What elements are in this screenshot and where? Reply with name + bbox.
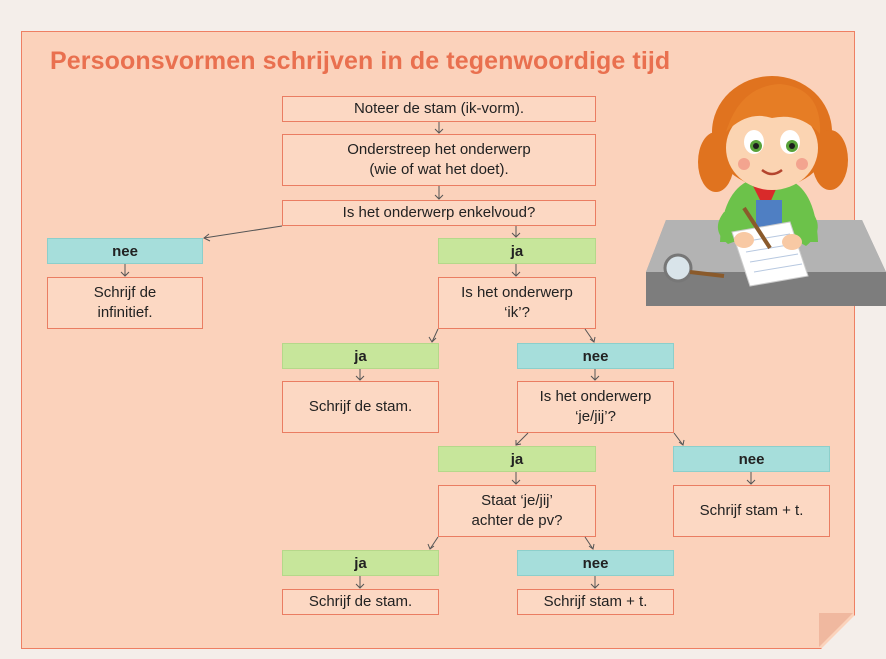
question-je-jij-after-pv: Staat ‘je/jij’ achter de pv? <box>438 485 596 537</box>
step-note-stem: Noteer de stam (ik-vorm). <box>282 96 596 122</box>
answer-ja-label: ja <box>354 554 367 572</box>
question-je-jij-line1: Is het onderwerp <box>539 387 652 405</box>
result-stem-ik: Schrijf de stam. <box>282 381 439 433</box>
question-ik-line1: Is het onderwerp <box>461 283 573 301</box>
result-stem-t-after-pv: Schrijf stam + t. <box>517 589 674 615</box>
step-underline-line1: Onderstreep het onderwerp <box>347 140 531 158</box>
result-infinitive: Schrijf de infinitief. <box>47 277 203 329</box>
result-stem-after-pv-text: Schrijf de stam. <box>308 592 413 610</box>
question-singular: Is het onderwerp enkelvoud? <box>282 200 596 226</box>
result-stem-t-je-jij-text: Schrijf stam + t. <box>699 501 804 519</box>
answer-nee-label: nee <box>112 242 138 260</box>
page-fold-corner <box>819 613 853 647</box>
question-singular-text: Is het onderwerp enkelvoud? <box>342 203 536 221</box>
step-note-stem-text: Noteer de stam (ik-vorm). <box>353 99 525 117</box>
answer-ja-label: ja <box>354 347 367 365</box>
girl-writing-illustration <box>646 76 886 306</box>
answer-nee-label: nee <box>582 347 609 365</box>
step-underline-line2: (wie of wat het doet). <box>369 161 509 178</box>
answer-nee-after-pv: nee <box>517 550 674 576</box>
answer-ja-label: ja <box>510 242 524 260</box>
answer-ja-singular: ja <box>438 238 596 264</box>
answer-ja-label: ja <box>510 450 524 468</box>
question-after-pv-line2: achter de pv? <box>471 512 563 529</box>
question-je-jij-line2: ‘je/jij’? <box>575 408 616 425</box>
answer-nee-label: nee <box>738 450 765 468</box>
answer-nee-label: nee <box>582 554 609 572</box>
result-infinitive-line1: Schrijf de <box>93 283 157 301</box>
step-underline-subject: Onderstreep het onderwerp (wie of wat he… <box>282 134 596 186</box>
answer-ja-ik: ja <box>282 343 439 369</box>
diagram-title: Persoonsvormen schrijven in de tegenwoor… <box>50 47 671 75</box>
answer-nee-je-jij: nee <box>673 446 830 472</box>
result-infinitive-line2: infinitief. <box>97 304 153 321</box>
result-stem-ik-text: Schrijf de stam. <box>308 397 413 415</box>
question-ik: Is het onderwerp ‘ik’? <box>438 277 596 329</box>
answer-nee-ik: nee <box>517 343 674 369</box>
question-ik-line2: ‘ik’? <box>504 304 530 321</box>
question-je-jij: Is het onderwerp ‘je/jij’? <box>517 381 674 433</box>
answer-nee-singular: nee <box>47 238 203 264</box>
result-stem-after-pv: Schrijf de stam. <box>282 589 439 615</box>
result-stem-t-after-pv-text: Schrijf stam + t. <box>543 592 648 610</box>
question-after-pv-line1: Staat ‘je/jij’ <box>481 491 553 509</box>
answer-ja-je-jij: ja <box>438 446 596 472</box>
answer-ja-after-pv: ja <box>282 550 439 576</box>
result-stem-t-je-jij: Schrijf stam + t. <box>673 485 830 537</box>
